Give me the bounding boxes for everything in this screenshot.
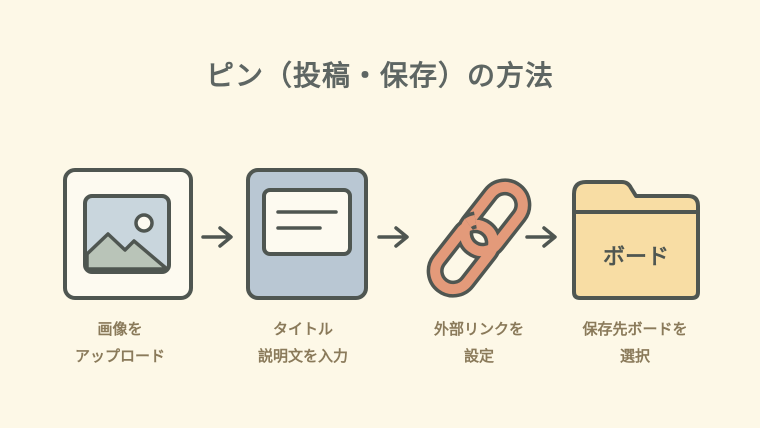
step-label-line: タイトル [272, 320, 333, 338]
arrow-right-icon [201, 226, 233, 248]
step-label-line: アップロード [74, 347, 165, 365]
step-label-line: 選択 [619, 347, 650, 365]
arrow-right-icon [377, 226, 409, 248]
folder-board-text: ボード [603, 245, 669, 270]
step-label: 画像を アップロード [45, 316, 195, 370]
text-card-icon [246, 168, 368, 300]
image-upload-icon [63, 168, 193, 300]
step-label-line: 説明文を入力 [257, 347, 348, 365]
step-label-line: 画像を [97, 320, 143, 338]
arrow-right-icon [525, 226, 557, 248]
step-label: 外部リンクを 設定 [404, 316, 554, 370]
step-label: タイトル 説明文を入力 [228, 316, 378, 370]
step-label-line: 保存先ボードを [582, 320, 688, 338]
step-label-line: 設定 [463, 347, 494, 365]
step-label: 保存先ボードを 選択 [560, 316, 710, 370]
folder-board-icon: ボード [572, 180, 700, 300]
step-label-line: 外部リンクを [433, 320, 524, 338]
page-title: ピン（投稿・保存）の方法 [205, 59, 554, 92]
chain-link-icon [426, 178, 532, 298]
